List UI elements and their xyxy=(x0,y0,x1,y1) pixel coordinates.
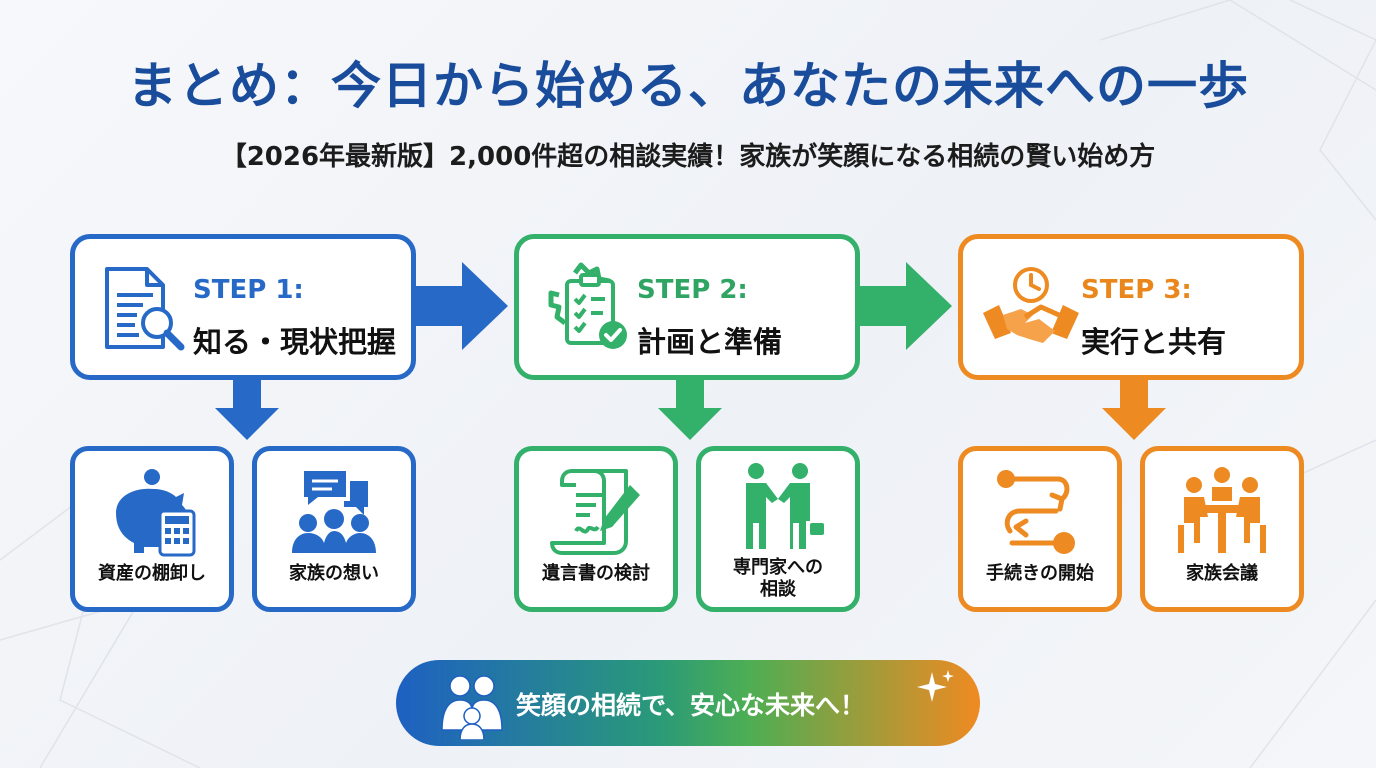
step-3-name: 実行と共有 xyxy=(1081,325,1227,359)
family-meeting-icon xyxy=(1178,467,1266,553)
arrow-down-step2 xyxy=(658,380,722,440)
subitem-will-review: 遺言書の検討 xyxy=(514,446,678,612)
step-2-box: STEP 2: 計画と準備 xyxy=(514,234,860,380)
arrow-down-step1 xyxy=(215,380,279,440)
page-title: まとめ：今日から始める、あなたの未来への一歩 xyxy=(127,57,1249,115)
family-icon xyxy=(441,675,503,740)
subitem-family-wishes: 家族の想い xyxy=(252,446,416,612)
step-3-box: STEP 3: 実行と共有 xyxy=(958,234,1304,380)
sparkle-icon xyxy=(917,670,954,702)
subitem-label: 専門家への相談 xyxy=(733,557,823,600)
handshake-people-icon xyxy=(746,463,824,549)
arrow-right-step2-to-step3 xyxy=(860,262,952,350)
subitem-label: 手続きの開始 xyxy=(986,563,1094,584)
clock-handshake-icon xyxy=(983,267,1079,343)
step-1-label: STEP 1: xyxy=(193,275,304,305)
subitem-label: 資産の棚卸し xyxy=(98,563,206,584)
process-flow-icon xyxy=(997,470,1075,554)
arrow-down-step3 xyxy=(1102,380,1166,440)
subitem-label: 家族会議 xyxy=(1186,563,1258,584)
step-2-label: STEP 2: xyxy=(637,275,748,305)
step-1-name: 知る・現状把握 xyxy=(193,325,397,359)
subitem-asset-inventory: 資産の棚卸し xyxy=(70,446,234,612)
scroll-pen-icon xyxy=(550,469,640,555)
step-1-box: STEP 1: 知る・現状把握 xyxy=(70,234,416,380)
subitem-family-meeting: 家族会議 xyxy=(1140,446,1304,612)
closing-banner: 笑顔の相続で、安心な未来へ！ xyxy=(396,660,980,746)
family-chat-icon xyxy=(292,471,376,553)
document-search-icon xyxy=(105,267,185,351)
subitem-label: 遺言書の検討 xyxy=(542,563,650,584)
banner-text: 笑顔の相続で、安心な未来へ！ xyxy=(516,691,866,720)
subitem-expert-consultation: 専門家への相談 xyxy=(696,446,860,612)
step-2-name: 計画と準備 xyxy=(637,325,783,359)
piggy-bank-calculator-icon xyxy=(116,469,196,557)
subitem-label: 家族の想い xyxy=(289,563,379,584)
page-subtitle: 【2026年最新版】2,000件超の相談実績！家族が笑顔になる相続の賢い始め方 xyxy=(220,142,1156,172)
gear-checklist-icon xyxy=(548,262,627,349)
step-3-label: STEP 3: xyxy=(1081,275,1192,305)
arrow-right-step1-to-step2 xyxy=(416,262,508,350)
subitem-start-procedures: 手続きの開始 xyxy=(958,446,1122,612)
